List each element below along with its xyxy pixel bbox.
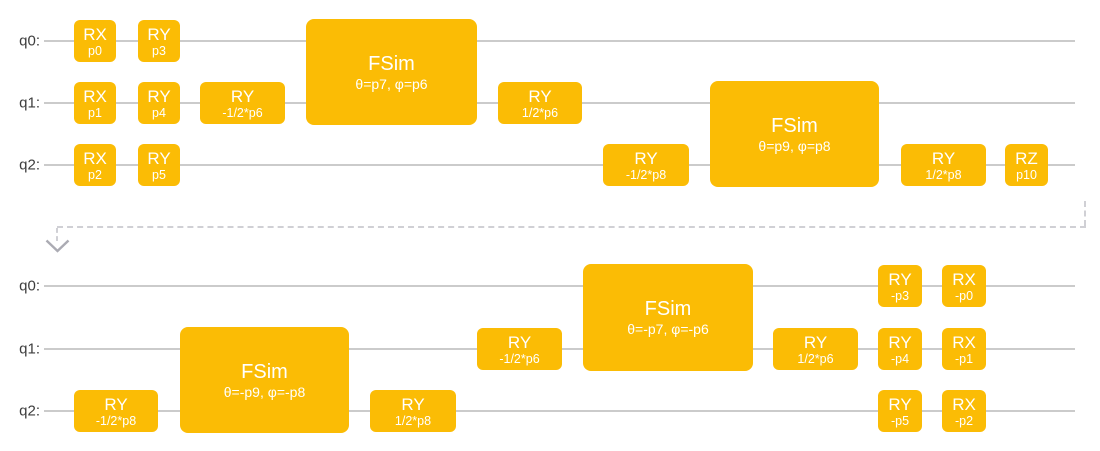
gate-name-label: RY (888, 332, 912, 352)
gate-name-label: FSim (771, 114, 818, 137)
gate-param-label: p0 (88, 43, 102, 58)
gate-name-label: RY (888, 394, 912, 414)
gate-name-label: RY (507, 332, 532, 352)
wire-label-top-q0: q0: (19, 32, 40, 50)
gate-ry: RY-p3 (878, 265, 922, 307)
gate-param-label: p1 (88, 105, 102, 120)
gate-param-label: -p2 (954, 413, 974, 428)
gate-rx: RX-p0 (942, 265, 986, 307)
gate-param-label: -p3 (890, 288, 910, 303)
wrap-connector-left-segment (56, 228, 58, 241)
gate-name-label: RX (952, 394, 976, 414)
gate-param-label: p10 (1016, 167, 1037, 182)
gate-name-label: RY (528, 86, 552, 106)
gate-ry: RY-1/2*p8 (74, 390, 158, 432)
gate-param-label: 1/2*p8 (394, 413, 432, 428)
gate-name-label: RY (888, 269, 912, 289)
gate-name-label: RX (83, 148, 107, 168)
gate-name-label: FSim (644, 298, 692, 320)
qubit-wire-top-q2 (44, 164, 1075, 166)
gate-param-label: p2 (88, 167, 102, 182)
gate-param-label: -p4 (890, 351, 910, 366)
gate-name-label: RY (401, 394, 425, 414)
gate-rx: RX-p1 (942, 328, 986, 370)
wrap-connector-horizontal-segment (57, 226, 1086, 228)
wrap-connector-right-segment (1084, 201, 1086, 226)
gate-ry: RY-p4 (878, 328, 922, 370)
wire-label-bottom-q0: q0: (19, 277, 40, 295)
gate-ry: RY-1/2*p6 (477, 328, 562, 370)
gate-param-label: 1/2*p6 (797, 351, 834, 366)
gate-name-label: FSim (241, 360, 288, 383)
gate-param-label: -1/2*p8 (625, 167, 667, 182)
qubit-wire-top-q0 (44, 40, 1075, 42)
gate-name-label: RY (147, 86, 171, 106)
wire-label-top-q1: q1: (19, 94, 40, 112)
gate-param-label: -p0 (954, 288, 974, 303)
wire-label-bottom-q2: q2: (19, 402, 40, 420)
wire-label-bottom-q1: q1: (19, 340, 40, 358)
gate-param-label: -p1 (954, 351, 974, 366)
gate-name-label: RX (952, 269, 976, 289)
wrap-arrow-icon (45, 239, 70, 253)
gate-param-label: θ=-p9, φ=-p8 (223, 383, 306, 400)
gate-ry: RY-1/2*p6 (200, 82, 285, 124)
gate-name-label: RY (147, 24, 171, 44)
gate-param-label: -p5 (890, 413, 910, 428)
gate-name-label: RY (803, 332, 828, 352)
gate-rx: RX-p2 (942, 390, 986, 432)
gate-param-label: p3 (152, 43, 166, 58)
gate-name-label: RY (147, 148, 171, 168)
qubit-wire-bottom-q2 (44, 410, 1075, 412)
gate-param-label: -1/2*p8 (95, 413, 137, 428)
gate-ry: RY-1/2*p8 (603, 144, 689, 186)
gate-param-label: θ=-p7, φ=-p6 (627, 321, 709, 337)
gate-name-label: RY (931, 148, 956, 168)
gate-name-label: RX (952, 332, 976, 352)
gate-param-label: θ=p7, φ=p6 (355, 75, 428, 92)
gate-ry: RY-p5 (878, 390, 922, 432)
gate-param-label: θ=p9, φ=p8 (758, 137, 831, 154)
gate-name-label: RY (230, 86, 255, 106)
gate-name-label: FSim (368, 52, 415, 75)
gate-name-label: RX (83, 24, 107, 44)
wire-label-top-q2: q2: (19, 156, 40, 174)
gate-name-label: RY (104, 394, 128, 414)
gate-param-label: 1/2*p8 (925, 167, 962, 182)
gate-param-label: -1/2*p6 (222, 105, 263, 120)
gate-name-label: RY (634, 148, 658, 168)
qubit-wire-bottom-q0 (44, 285, 1075, 287)
gate-param-label: 1/2*p6 (521, 105, 559, 120)
gate-name-label: RZ (1015, 148, 1038, 168)
gate-param-label: -1/2*p6 (499, 351, 540, 366)
gate-name-label: RX (83, 86, 107, 106)
gate-param-label: p5 (152, 167, 166, 182)
gate-param-label: p4 (152, 105, 166, 120)
